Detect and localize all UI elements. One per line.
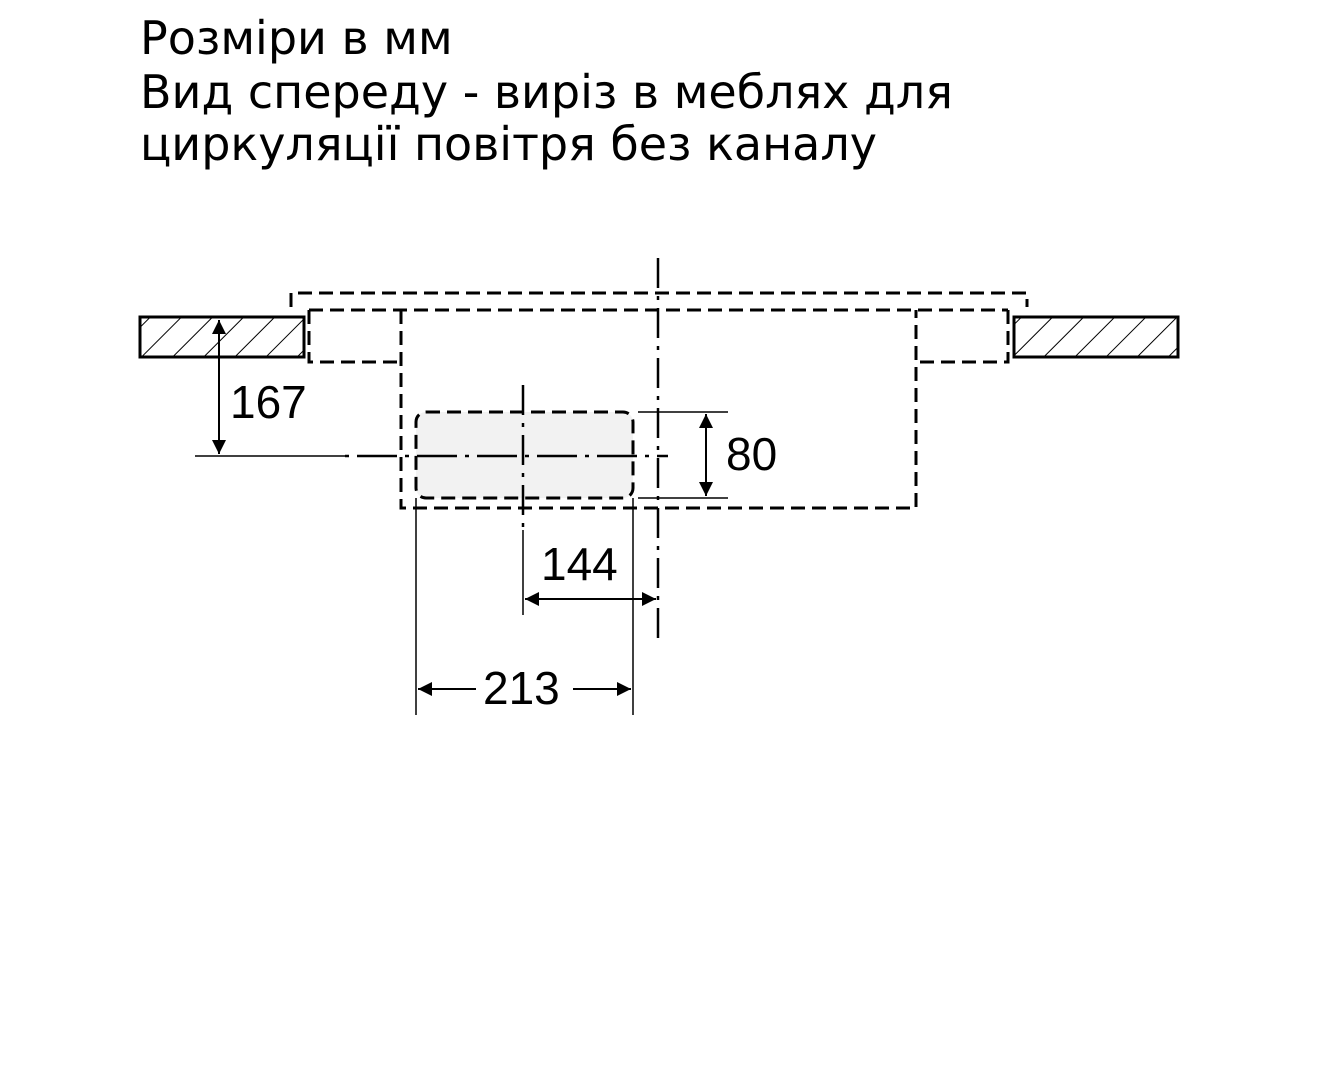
dimension-213-label: 213	[483, 662, 560, 714]
dimension-167: 167	[195, 320, 345, 457]
title-line-1: Розміри в мм	[140, 11, 453, 65]
dimension-80-label: 80	[726, 428, 777, 480]
dimension-144-label: 144	[541, 538, 618, 590]
countertop-left	[138, 315, 306, 359]
title-line-2: Вид спереду - виріз в меблях для	[140, 65, 953, 119]
air-cutout	[414, 410, 635, 500]
dimension-213: 213	[415, 498, 634, 715]
title-line-3: циркуляції повітря без каналу	[140, 117, 877, 171]
countertop-right	[1012, 315, 1180, 359]
center-lines	[345, 258, 668, 645]
dimension-167-label: 167	[230, 376, 307, 428]
dimension-144: 144	[522, 530, 656, 615]
dimension-80: 80	[638, 411, 777, 499]
